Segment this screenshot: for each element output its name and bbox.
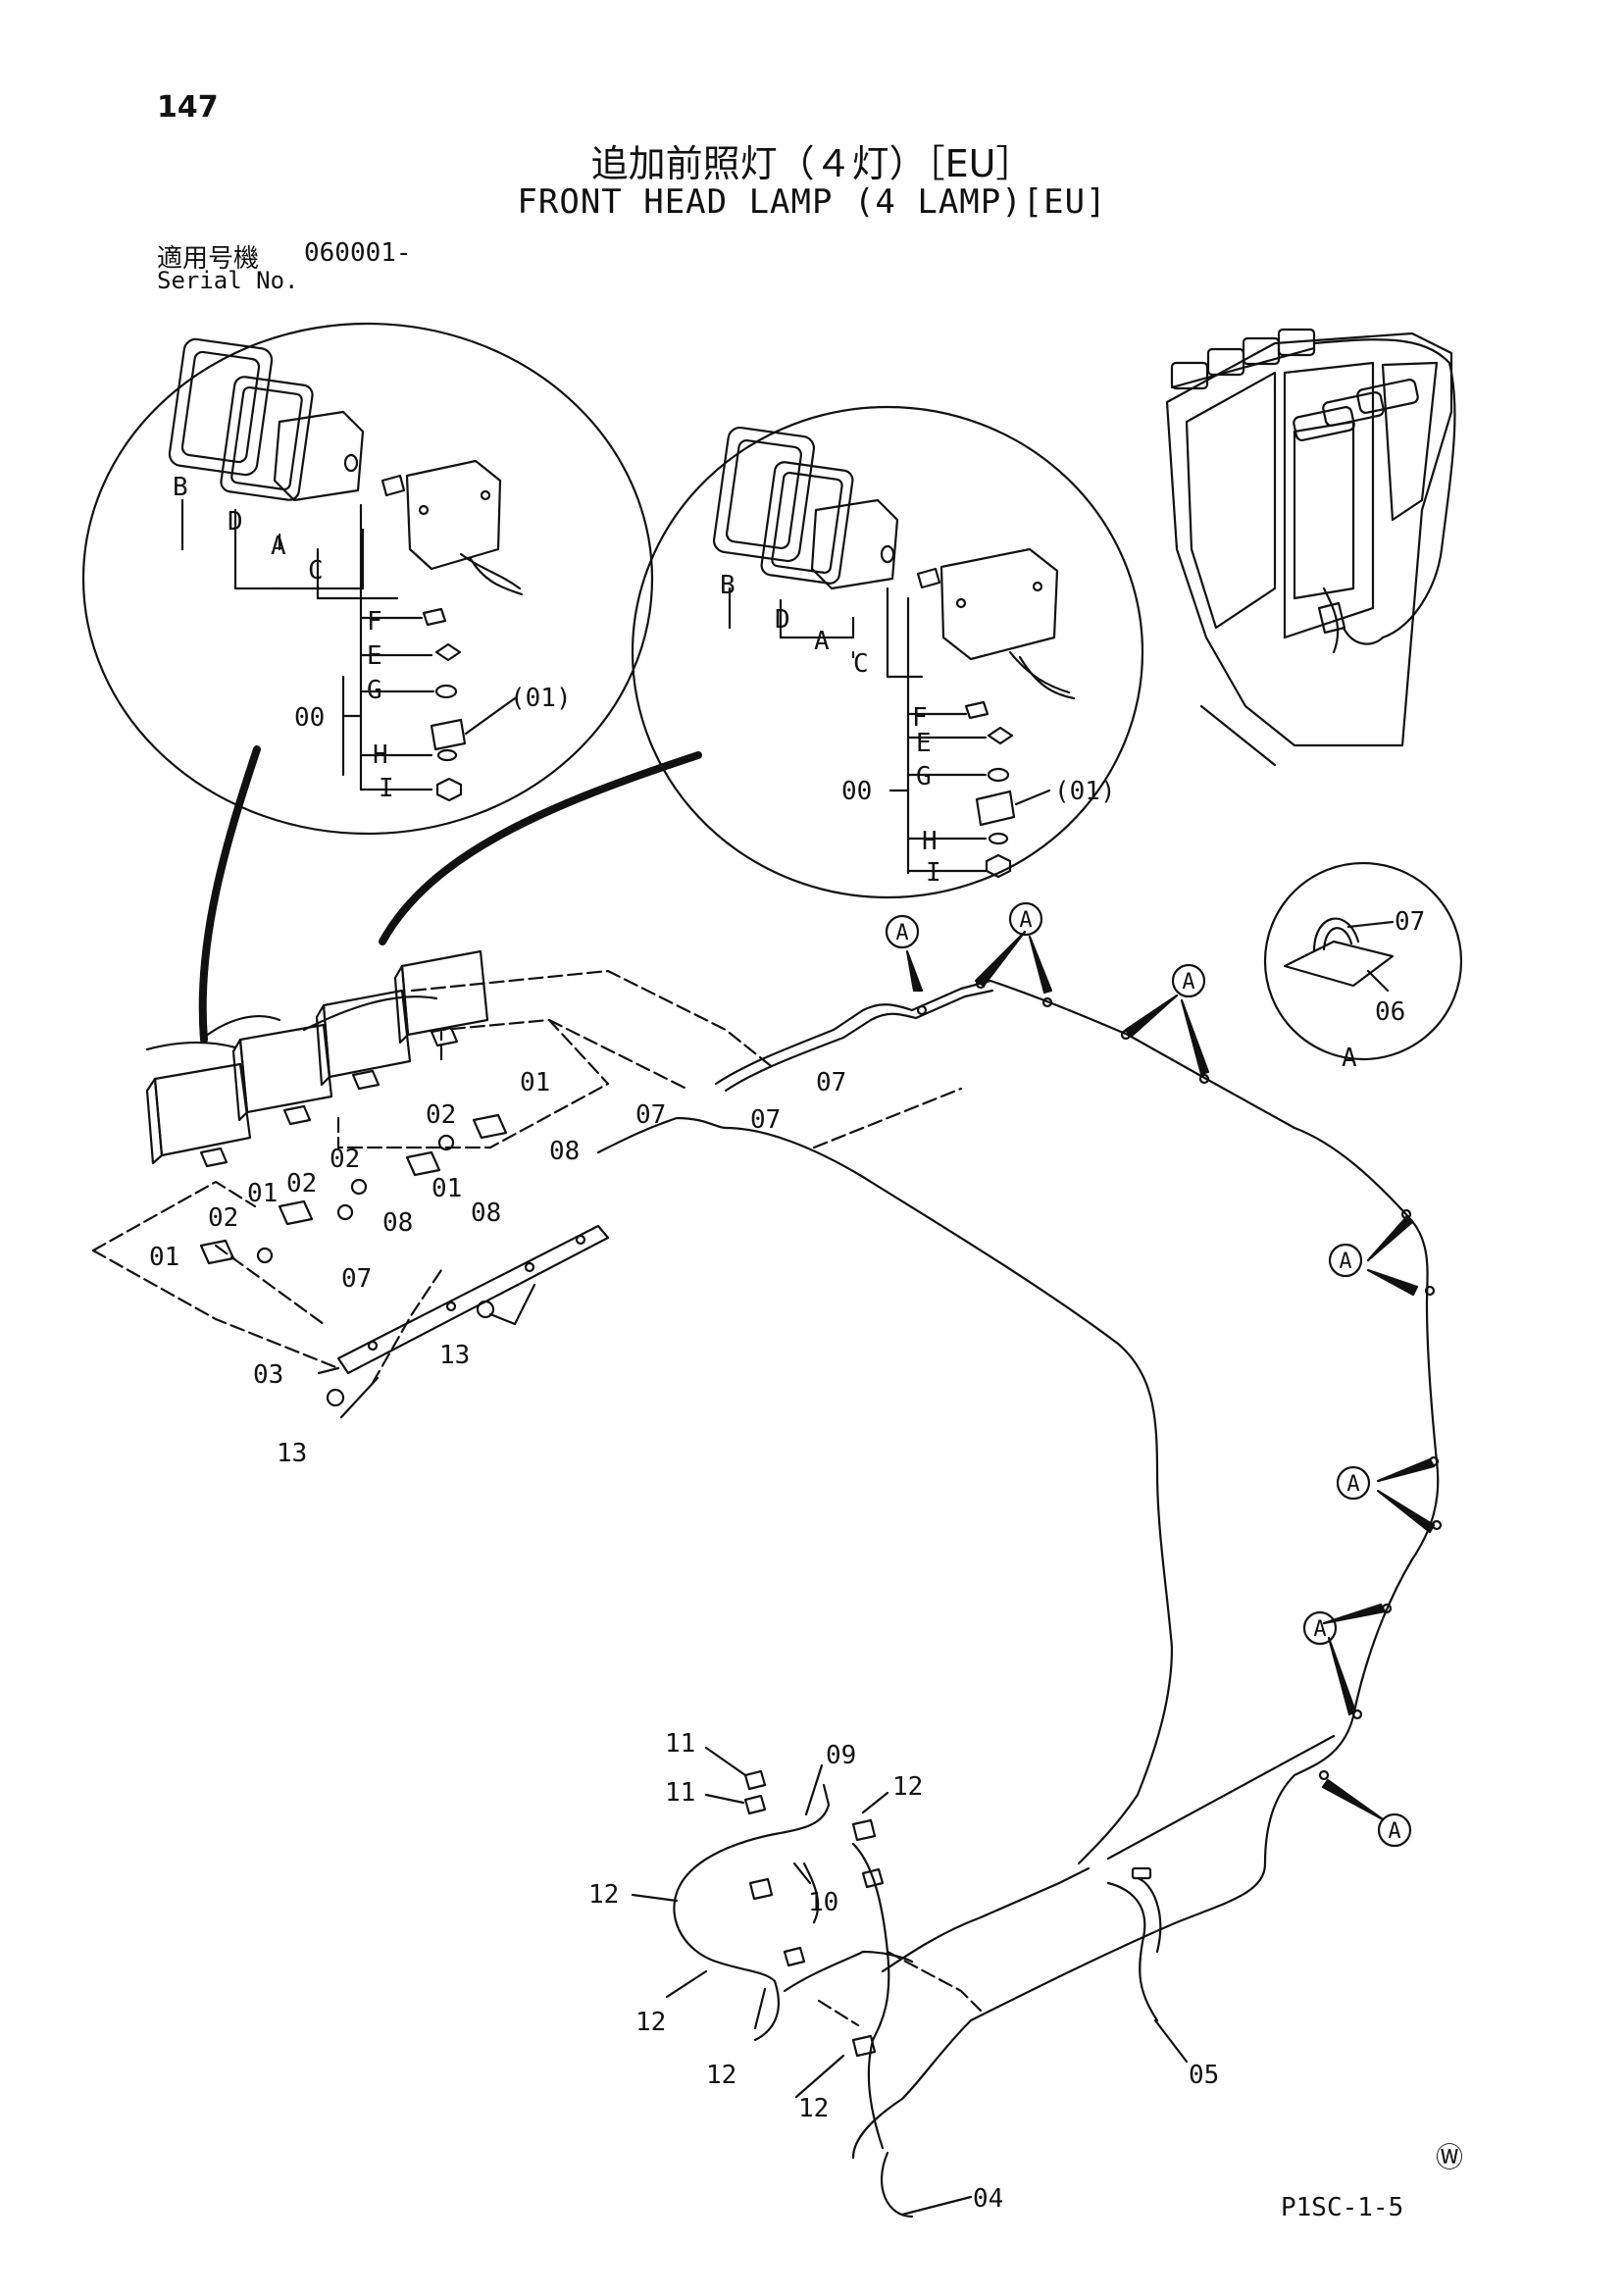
serial-label-japanese: 適用号機	[157, 244, 260, 274]
callout-a-4: A	[1339, 1250, 1351, 1274]
part-label-08-c: 08	[382, 1208, 413, 1238]
left-label-e: E	[367, 641, 382, 671]
left-label-g: G	[367, 676, 382, 705]
serial-label-english: Serial No.	[157, 267, 299, 294]
left-label-b: B	[173, 473, 188, 502]
detail-balloon-left	[81, 322, 654, 836]
part-label-07-b: 07	[635, 1100, 666, 1130]
part-label-12-b: 12	[588, 1880, 619, 1910]
left-label-h: H	[373, 740, 388, 770]
part-label-13-a: 13	[439, 1341, 470, 1370]
part-label-12-c: 12	[635, 2008, 666, 2037]
serial-number-value: 060001-	[304, 238, 412, 268]
clip-part-07: 07	[1395, 907, 1425, 937]
part-label-09: 09	[826, 1741, 856, 1770]
balloon-leaders	[198, 745, 702, 1044]
right-label-f: F	[912, 703, 928, 733]
right-label-b: B	[720, 571, 736, 600]
right-label-h: H	[922, 827, 938, 856]
right-bracket-label: (01)	[1054, 777, 1116, 806]
part-label-05: 05	[1189, 2061, 1219, 2090]
part-label-11-b: 11	[665, 1778, 695, 1808]
part-label-02-d: 02	[208, 1203, 238, 1233]
page-number: 147	[157, 90, 219, 125]
left-label-i: I	[379, 774, 394, 803]
part-label-07-c: 07	[750, 1105, 781, 1135]
left-bracket-label: (01)	[510, 684, 572, 713]
part-label-02-c: 02	[286, 1169, 317, 1199]
right-label-g: G	[916, 762, 932, 791]
part-label-12-e: 12	[798, 2094, 829, 2123]
part-label-08-b: 08	[549, 1137, 580, 1166]
part-label-04: 04	[973, 2184, 1003, 2214]
cab-illustration	[1165, 328, 1456, 767]
right-label-e: E	[916, 729, 932, 758]
wire-harness	[317, 978, 1443, 2219]
left-label-f: F	[367, 607, 382, 637]
callout-a-3: A	[1182, 970, 1194, 995]
part-label-02-b: 02	[330, 1145, 360, 1174]
part-label-12-d: 12	[706, 2061, 736, 2090]
left-label-d: D	[228, 507, 243, 536]
right-label-a: A	[814, 627, 830, 656]
right-label-d: D	[775, 605, 790, 635]
left-group-label: 00	[294, 703, 325, 733]
page-title-english: FRONT HEAD LAMP (4 LAMP)[EU]	[517, 182, 1107, 222]
right-group-label: 00	[841, 777, 872, 806]
part-label-07-d: 07	[816, 1068, 846, 1097]
part-label-01-d: 01	[431, 1174, 462, 1203]
left-label-c: C	[308, 556, 324, 586]
callout-a-7: A	[1388, 1819, 1400, 1844]
detail-clip-view-a	[1263, 861, 1463, 1061]
part-label-12-a: 12	[892, 1772, 923, 1802]
part-label-02-a: 02	[426, 1100, 456, 1130]
detail-balloon-right	[631, 405, 1144, 899]
part-label-03: 03	[253, 1360, 283, 1390]
part-label-10: 10	[808, 1888, 838, 1917]
callout-a-6: A	[1313, 1617, 1326, 1642]
right-label-i: I	[926, 858, 941, 888]
part-label-08-a: 08	[471, 1199, 501, 1228]
part-label-13-b: 13	[277, 1439, 307, 1468]
callout-a-1: A	[895, 921, 908, 945]
clip-part-06: 06	[1375, 997, 1405, 1027]
part-label-01-a: 01	[520, 1068, 550, 1097]
part-label-07-a: 07	[341, 1264, 372, 1294]
right-label-c: C	[853, 649, 869, 679]
view-a-circles[interactable]	[885, 901, 1412, 1848]
head-lamp-assembly	[91, 949, 963, 1407]
part-label-01-c: 01	[149, 1243, 179, 1272]
part-label-01-b: 01	[247, 1179, 278, 1208]
clip-view-label: A	[1342, 1044, 1357, 1073]
callout-a-5: A	[1346, 1472, 1359, 1497]
page-title-japanese: 追加前照灯（４灯）［EU］	[590, 142, 1034, 185]
view-a-pointers[interactable]	[905, 930, 1436, 1821]
drawing-code: P1SC-1-5	[1281, 2193, 1404, 2222]
part-label-11-a: 11	[665, 1729, 695, 1759]
callout-a-2: A	[1019, 908, 1032, 933]
watermark-mark: Ⓦ	[1436, 2141, 1464, 2173]
left-label-a: A	[271, 532, 286, 561]
